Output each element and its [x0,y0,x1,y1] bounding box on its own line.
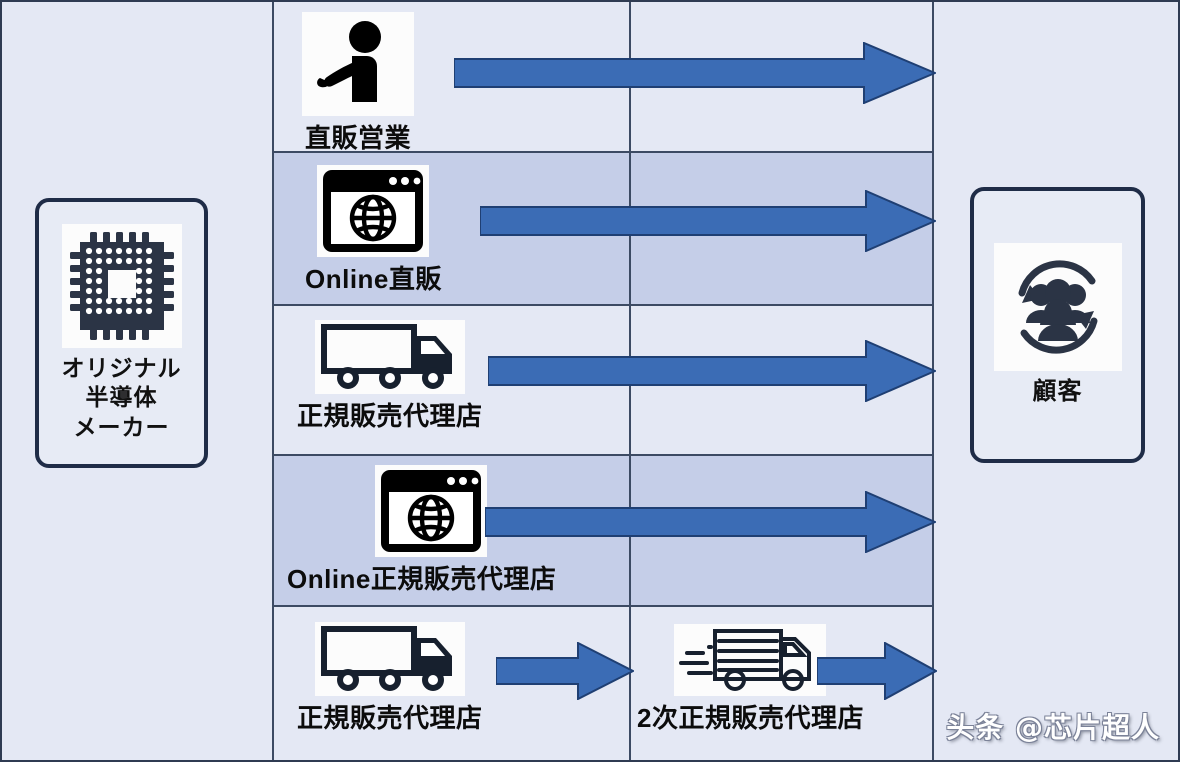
microchip-icon [61,223,182,348]
watermark-text: 头条 @芯片超人 [946,711,1160,744]
source-box-label: オリジナル 半導体 メーカー [62,354,182,442]
source-box-label-line-3: メーカー [73,413,170,440]
browser-globe-icon [317,165,430,257]
flow-arrow-row1 [453,41,938,105]
channel-cell-row5-secondary-distributor[interactable]: 2次正規販売代理店 [637,624,864,735]
destination-box-customer[interactable]: 顧客 [970,187,1145,463]
grid-column-divider-right [932,2,934,760]
channel-label-row1: 直販営業 [304,123,411,153]
customer-group-cycle-icon [993,242,1122,371]
channel-cell-row4-online-authorized-distributor[interactable]: Online正規販売代理店 [287,465,556,596]
channel-cell-row1-direct-sales[interactable]: 直販営業 [302,12,414,155]
flow-arrow-row2 [479,189,938,253]
channel-label-row5-stage1: 正規販売代理店 [297,703,483,733]
flow-arrow-row3 [487,339,938,403]
grid-row-divider-2 [272,304,934,306]
flow-arrow-row5-segment2 [816,641,939,701]
grid-row-divider-1 [272,151,934,153]
channel-label-row5-stage2: 2次正規販売代理店 [637,703,864,733]
channel-label-row4: Online正規販売代理店 [287,564,557,594]
flow-arrow-row4 [484,490,938,554]
delivery-truck-solid-icon [314,320,465,394]
channel-cell-row3-authorized-distributor[interactable]: 正規販売代理店 [297,320,483,433]
delivery-truck-solid-icon [314,622,465,696]
flow-arrow-row5-segment1 [495,641,636,701]
grid-column-divider-left [272,2,274,760]
channel-label-row3: 正規販売代理店 [297,401,483,431]
source-box-label-line-1: オリジナル [61,354,182,381]
grid-row-divider-4 [272,605,934,607]
browser-globe-icon [374,465,487,557]
salesperson-icon [302,12,414,116]
channel-label-row2: Online直販 [305,264,442,294]
channel-cell-row5-authorized-distributor[interactable]: 正規販売代理店 [297,622,483,735]
channel-cell-row2-online-direct[interactable]: Online直販 [305,165,442,296]
destination-box-label: 顧客 [1032,377,1083,405]
grid-row-divider-3 [272,454,934,456]
delivery-truck-outline-icon [674,624,827,696]
source-box-semiconductor-maker[interactable]: オリジナル 半導体 メーカー [35,198,208,468]
source-box-label-line-2: 半導体 [85,384,158,411]
